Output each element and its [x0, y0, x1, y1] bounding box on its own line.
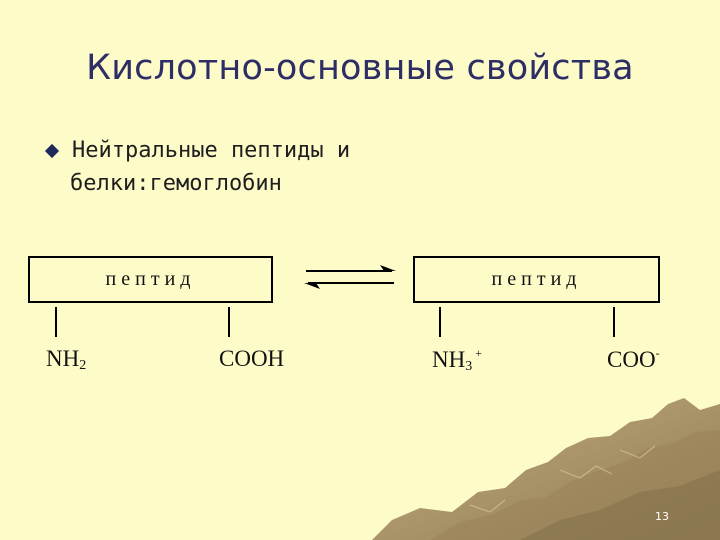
left-carboxyl-stem [228, 307, 230, 337]
right-amino-charge: + [475, 346, 483, 360]
right-carboxyl-base: COO [607, 347, 656, 372]
left-peptide-box: пептид [28, 256, 273, 303]
left-amino-base: NH [46, 346, 80, 371]
bullet-text: Нейтральные пептиды и белки:гемоглобин [70, 134, 692, 200]
right-amino-base: NH [432, 347, 466, 372]
bullet-diamond-icon [44, 143, 60, 159]
right-amino-sub: 3 [465, 359, 473, 374]
slide-number: 13 [655, 510, 669, 523]
right-amino-group: NH3+ [432, 346, 482, 375]
left-amino-stem [55, 307, 57, 337]
right-amino-stem [439, 307, 441, 337]
equilibrium-arrows-icon [304, 265, 396, 289]
bullet-line-2: белки:гемоглобин [70, 171, 282, 196]
right-carboxyl-charge: - [655, 346, 660, 360]
left-amino-sub: 2 [79, 358, 87, 373]
right-peptide-box: пептид [413, 256, 660, 303]
slide-title: Кислотно-основные свойства [86, 48, 634, 88]
left-amino-group: NH2 [46, 346, 86, 374]
left-carboxyl-group: COOH [219, 346, 285, 371]
bullet-line-1: Нейтральные пептиды и [72, 138, 351, 163]
right-carboxyl-group: COO- [607, 346, 660, 373]
right-carboxyl-stem [613, 307, 615, 337]
